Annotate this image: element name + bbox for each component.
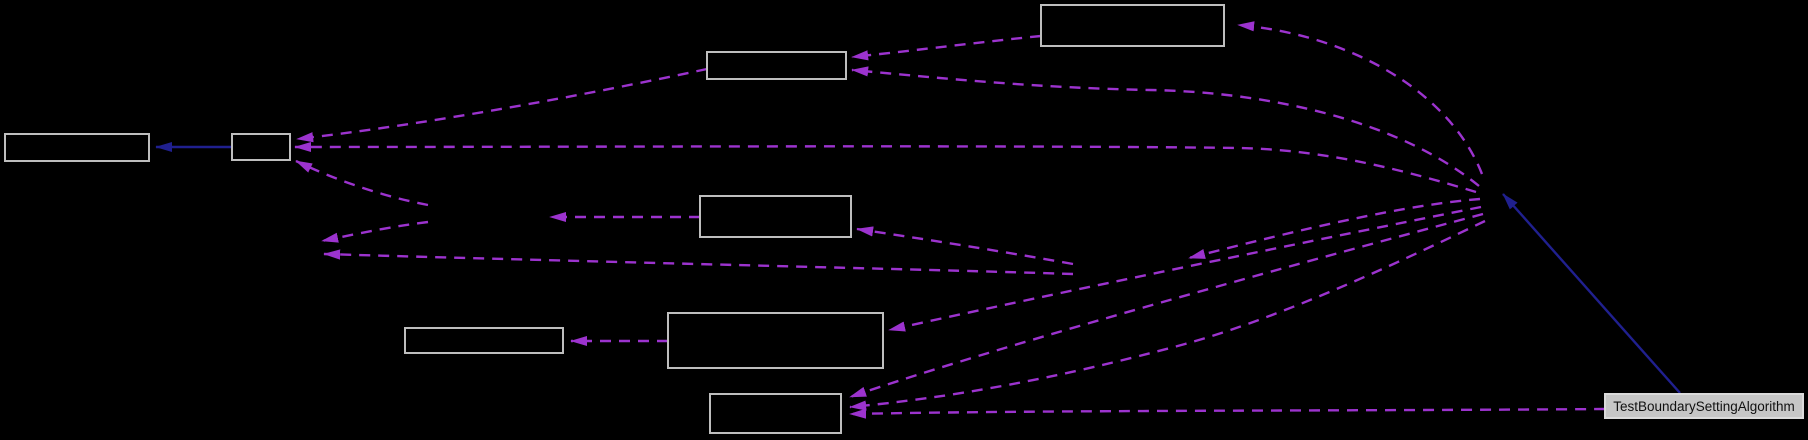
diagram-node-lower-big[interactable] <box>667 312 884 369</box>
usage-edge-hub-to-upper-mid <box>851 66 1480 187</box>
usage-edge-mid-to-center <box>856 226 1074 266</box>
usage-edge-top-to-upper-mid <box>851 34 1042 61</box>
usage-edge-inner-to-left-small <box>295 159 429 207</box>
diagram-node-lower-left[interactable] <box>404 327 564 354</box>
inheritance-edge-test-to-hub <box>1502 193 1681 394</box>
usage-edge-upper-mid-to-left-small <box>296 67 708 143</box>
diagram-node-testboundarysettingalgorithm[interactable]: TestBoundarySettingAlgorithm <box>1604 393 1804 419</box>
diagram-node-left-small[interactable] <box>231 133 291 161</box>
diagram-node-bottom[interactable] <box>709 393 842 434</box>
diagram-node-far-left[interactable] <box>4 133 150 162</box>
usage-edge-hub-to-left-small <box>294 141 1477 194</box>
usage-edge-mid-to-left-arrow-b <box>323 249 1074 276</box>
usage-edge-test-to-bottom <box>849 407 1606 419</box>
usage-edge-hub-to-bottom-a <box>849 212 1484 399</box>
usage-edge-hub-to-mid-arrow <box>1188 197 1481 260</box>
usage-edge-hub-to-top <box>1237 21 1484 175</box>
diagram-node-center[interactable] <box>699 195 852 238</box>
usage-edge-inner-to-left-arrow-a <box>321 220 429 243</box>
diagram-node-top[interactable] <box>1040 4 1225 47</box>
diagram-node-upper-mid[interactable] <box>706 51 847 80</box>
usage-edge-hub-to-lower-big <box>888 205 1482 332</box>
diagram-node-label: TestBoundarySettingAlgorithm <box>1613 399 1795 414</box>
usage-edge-hub-to-bottom-b <box>849 219 1486 411</box>
